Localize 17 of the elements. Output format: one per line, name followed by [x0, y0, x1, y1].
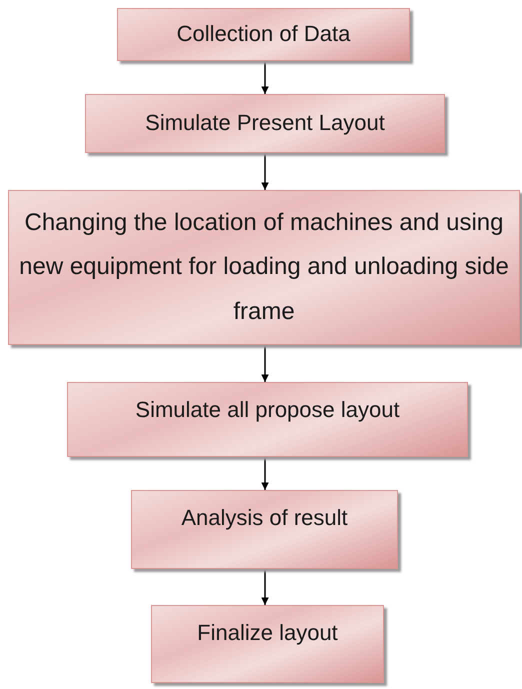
arrow — [261, 345, 269, 382]
process-box — [117, 8, 410, 61]
process-box — [67, 382, 468, 457]
arrow — [261, 153, 269, 190]
process-box — [85, 94, 445, 153]
arrow — [261, 61, 269, 94]
process-box — [8, 190, 520, 345]
step-text: Collection of Data — [176, 21, 350, 48]
arrow — [261, 457, 269, 490]
arrow — [261, 569, 269, 605]
process-box — [131, 490, 398, 569]
process-box — [151, 605, 384, 683]
step-text: Finalize layout — [197, 620, 338, 646]
step-text: Simulate Present Layout — [145, 110, 385, 137]
step-text: Analysis of result — [181, 505, 348, 532]
step-text: Simulate all propose layout — [135, 397, 400, 424]
step-text: Changing the location of machines and using new equipment for loading and unloading side frame — [18, 208, 510, 327]
